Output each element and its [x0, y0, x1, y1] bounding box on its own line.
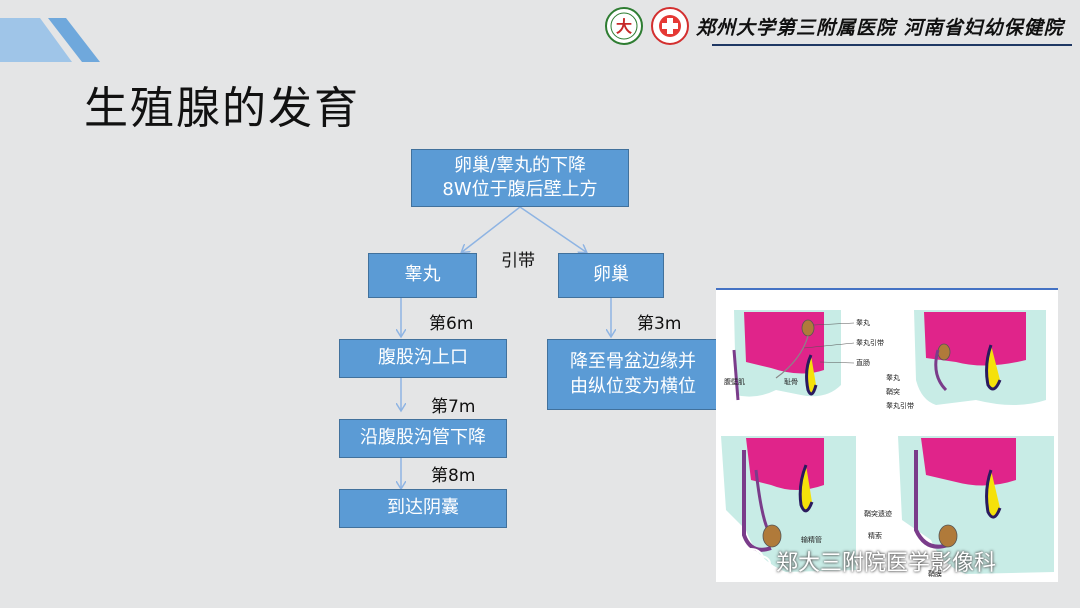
testis-week8-label: 第8m: [431, 466, 476, 486]
top-box-line2: 8W位于腹后壁上方: [442, 179, 598, 200]
hospital-logo-icon: [651, 7, 689, 45]
ovary-step1-line2: 由纵位变为横位: [570, 375, 696, 397]
ovary-week3-label: 第3m: [637, 314, 682, 334]
fig-label-testis: 睾丸: [856, 318, 870, 327]
fig-label-vas-deferens: 输精管: [801, 535, 822, 544]
zzu-logo-icon: 大: [605, 7, 643, 45]
figure-panel-2: 睾丸 鞘突 睾丸引带: [886, 310, 1046, 410]
header-logos: 大 郑州大学第三附属医院 河南省妇幼保健院: [604, 6, 1064, 46]
figure-panel-1: 睾丸 睾丸引带 直肠 腹壁肌 耻骨: [724, 310, 884, 401]
testis-week6-label: 第6m: [429, 314, 474, 334]
fig-label-tunica: 鞘膜: [928, 569, 942, 578]
hospital-name: 郑州大学第三附属医院 河南省妇幼保健院: [696, 16, 1064, 39]
ovary-step1-line1: 降至骨盆边缘并: [570, 351, 696, 373]
testicular-descent-figure: 睾丸 睾丸引带 直肠 腹壁肌 耻骨 睾丸 鞘突 睾丸引带: [716, 288, 1058, 582]
fig-label-vaginal-remnant: 鞘突遗迹: [864, 509, 892, 518]
fig-label-rectum: 直肠: [856, 358, 870, 367]
testis-step2-box: 沿腹股沟管下降: [339, 419, 507, 458]
figure-panel-4: 鞘突遗迹 精索 鞘膜: [864, 436, 1054, 578]
testis-step1-box: 腹股沟上口: [339, 339, 507, 378]
fig-label-abdominal-muscle: 腹壁肌: [724, 377, 745, 386]
testis-step3-box: 到达阴囊: [339, 489, 507, 528]
top-box-line1: 卵巢/睾丸的下降: [453, 154, 587, 176]
wechat-icon: [738, 548, 771, 573]
svg-text:大: 大: [616, 17, 632, 36]
testis-box: 睾丸: [368, 253, 477, 298]
fig-label-gubernaculum-2: 睾丸引带: [886, 401, 914, 410]
fig-label-gubernaculum: 睾丸引带: [856, 338, 884, 347]
fig-label-spermatic-cord: 精索: [868, 531, 882, 540]
fig-label-vaginal-process: 鞘突: [886, 387, 900, 396]
header-divider: [712, 44, 1072, 46]
slide-title: 生殖腺的发育: [84, 83, 360, 134]
ovary-box: 卵巢: [558, 253, 664, 298]
arrow-top-to-testis: [462, 206, 521, 252]
header-stripes: [0, 18, 100, 62]
ovary-step1-box: 降至骨盆边缘并 由纵位变为横位: [547, 339, 719, 410]
fig-label-pubis: 耻骨: [784, 377, 798, 386]
fig-label-testis-2: 睾丸: [886, 373, 900, 382]
top-box: 卵巢/睾丸的下降 8W位于腹后壁上方: [411, 149, 629, 207]
arrow-top-to-ovary: [519, 206, 586, 252]
figure-panel-3: 输精管: [721, 436, 856, 572]
watermark-text: 郑大三附院医学影像科: [776, 551, 997, 576]
testis-week7-label: 第7m: [431, 397, 476, 417]
watermark: 郑大三附院医学影像科: [738, 545, 996, 577]
figure-illustration: 睾丸 睾丸引带 直肠 腹壁肌 耻骨 睾丸 鞘突 睾丸引带: [721, 310, 1054, 578]
gubernaculum-label: 引带: [501, 251, 535, 271]
